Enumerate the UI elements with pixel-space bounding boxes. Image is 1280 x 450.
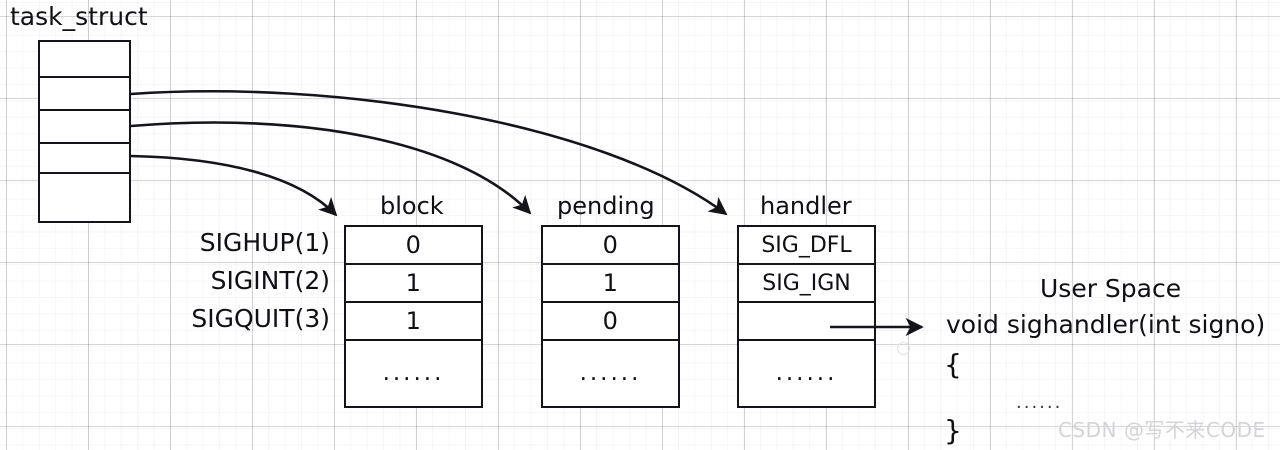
pending-table: 0 1 0 ......	[541, 225, 680, 408]
user-space-label: User Space	[1040, 274, 1182, 303]
arrow-taskstruct-to-block	[130, 154, 338, 217]
signal-name-sigquit: SIGQUIT(3)	[191, 304, 330, 333]
block-cell-sighup: 0	[346, 227, 481, 265]
anchor-dot-icon	[897, 342, 910, 355]
handler-cell-sighup: SIG_DFL	[739, 227, 874, 265]
handler-cell-sigquit	[739, 303, 874, 341]
block-cell-sigquit: 1	[346, 303, 481, 341]
block-cell-ellipsis: ......	[382, 360, 445, 386]
task-struct-box	[38, 40, 131, 223]
table-title-block: block	[380, 192, 444, 220]
task-struct-row-1	[40, 42, 129, 78]
signal-name-sighup: SIGHUP(1)	[199, 228, 330, 257]
watermark: CSDN @写不来CODE	[1058, 418, 1266, 442]
handler-cell-sigint: SIG_IGN	[739, 265, 874, 303]
block-table: 0 1 1 ......	[344, 225, 483, 408]
brace-open: {	[944, 348, 962, 381]
arrow-taskstruct-to-pending	[130, 121, 532, 215]
task-struct-row-4	[40, 144, 129, 174]
user-handler-signature: void sighandler(int signo)	[946, 310, 1266, 339]
task-struct-row-3	[40, 111, 129, 144]
task-struct-row-2	[40, 78, 129, 111]
handler-cell-ellipsis: ......	[775, 360, 838, 386]
table-title-handler: handler	[760, 192, 852, 220]
block-cell-sigint: 1	[346, 265, 481, 303]
brace-close: }	[944, 414, 962, 447]
signal-name-column: SIGHUP(1) SIGINT(2) SIGQUIT(3)	[0, 228, 336, 348]
table-title-pending: pending	[557, 192, 655, 220]
pending-cell-sigint: 1	[543, 265, 678, 303]
pending-cell-ellipsis: ......	[579, 360, 642, 386]
task-struct-row-5	[40, 174, 129, 220]
pending-cell-sighup: 0	[543, 227, 678, 265]
function-body-ellipsis: ......	[1016, 392, 1063, 413]
pending-cell-sigquit: 0	[543, 303, 678, 341]
handler-table: SIG_DFL SIG_IGN ......	[737, 225, 876, 408]
signal-name-sigint: SIGINT(2)	[210, 266, 330, 295]
task-struct-label: task_struct	[10, 2, 148, 31]
